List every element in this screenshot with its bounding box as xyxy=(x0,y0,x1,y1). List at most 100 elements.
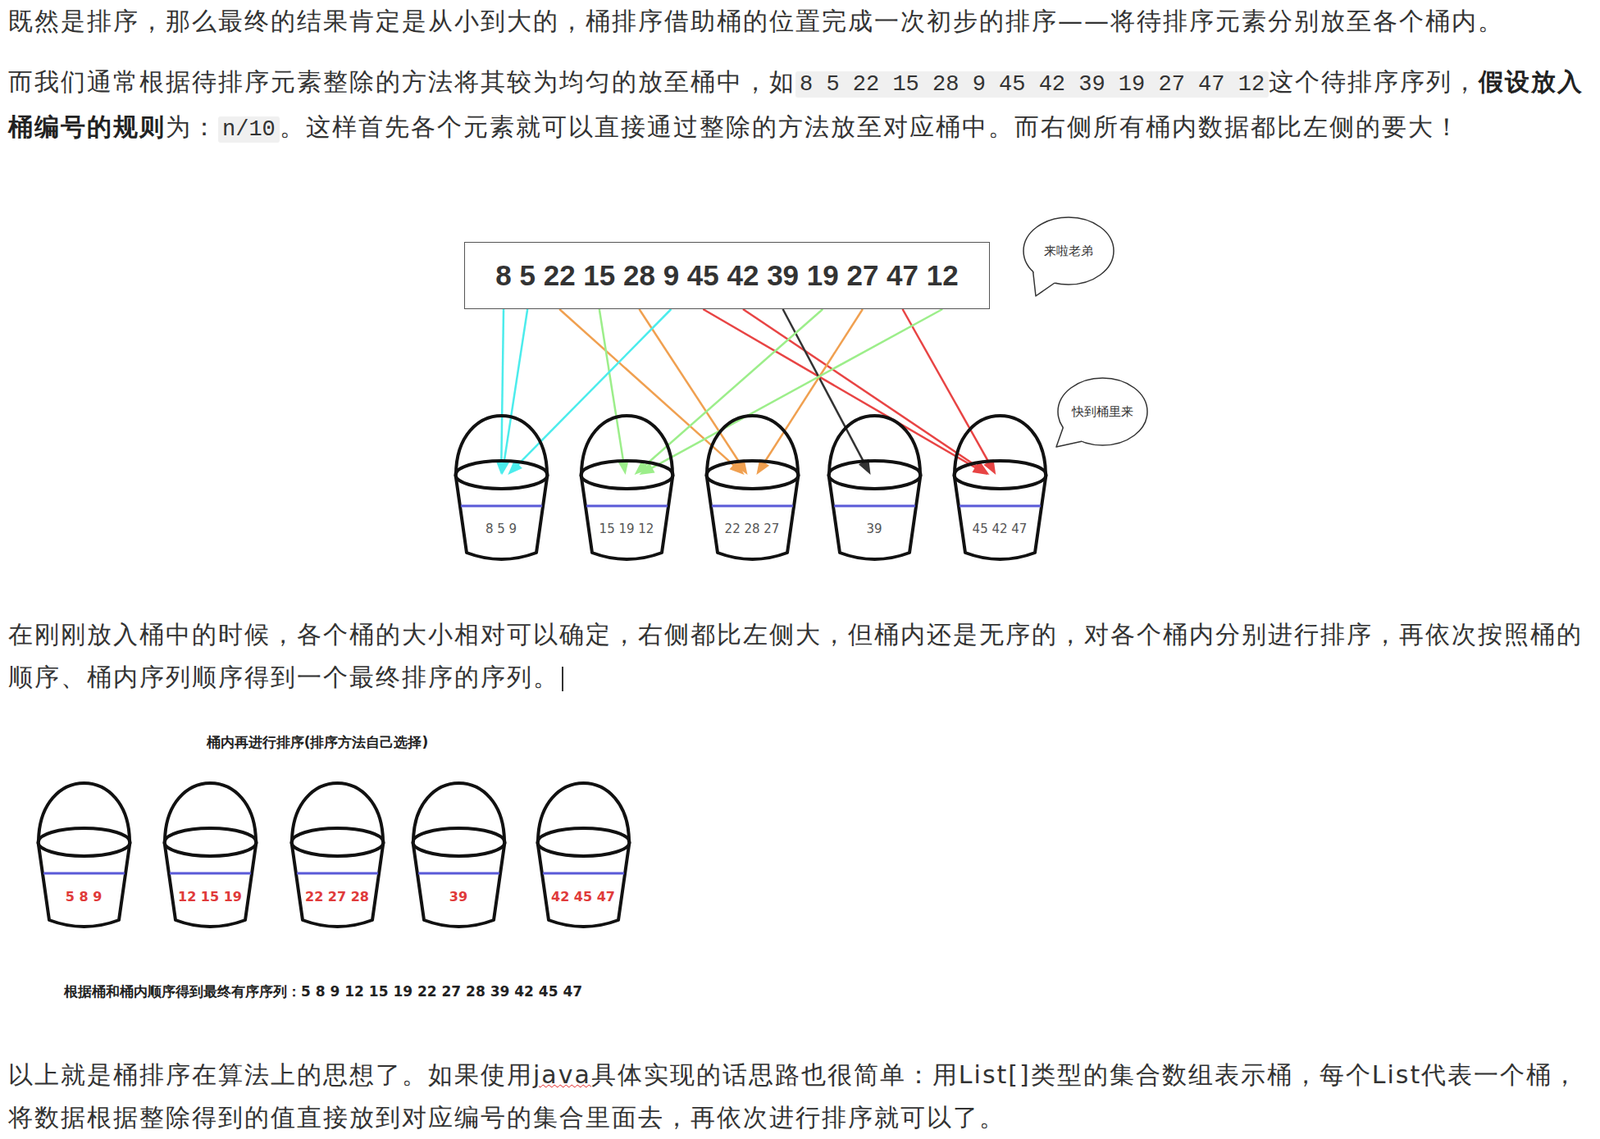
number-sequence-box: 8 5 22 15 28 9 45 42 39 19 27 47 12 xyxy=(464,241,990,310)
paragraph-text: 在刚刚放入桶中的时候，各个桶的大小相对可以确定，右侧都比左侧大，但桶内还是无序的… xyxy=(8,619,1583,692)
bucket-outline xyxy=(160,780,260,932)
bubble-text: 快到桶里来 xyxy=(1071,404,1134,420)
bucket-fill-line xyxy=(43,872,125,876)
bucket-rim xyxy=(455,460,548,489)
speech-bubble: 快到桶里来 xyxy=(1057,377,1149,447)
bucket-outline xyxy=(825,413,925,565)
arrow-line xyxy=(702,309,978,470)
bucket: 15 19 12 xyxy=(577,474,677,565)
bucket-contents: 5 8 9 xyxy=(34,888,134,905)
bubble-tail-fill xyxy=(1034,270,1055,297)
bucket-outline xyxy=(950,413,1050,565)
paragraph-text: 这个待排序序列， xyxy=(1268,67,1479,96)
arrow-line xyxy=(743,309,981,469)
bucket: 8 5 9 xyxy=(451,474,552,565)
bucket: 22 27 28 xyxy=(287,842,388,932)
arrow-line xyxy=(638,309,741,465)
bucket-rim xyxy=(412,828,505,857)
paragraph-text: 既然是排序，那么最终的结果肯定是从小到大的，桶排序借助桶的位置完成一次初步的排序… xyxy=(8,6,1505,36)
speech-bubble: 来啦老弟 xyxy=(1022,216,1115,286)
diagram-caption: 根据桶和桶内顺序得到最终有序序列：5 8 9 12 15 19 22 27 28… xyxy=(63,982,583,1002)
sorting-arrow xyxy=(743,309,990,475)
bucket-fill-line xyxy=(460,505,543,508)
bucket-rim xyxy=(580,460,673,489)
bucket-contents: 39 xyxy=(825,521,925,537)
bubble-tail xyxy=(1056,427,1082,447)
bucket-contents: 45 42 47 xyxy=(950,521,1050,537)
sorting-arrow xyxy=(756,309,863,475)
misspelled-word: java xyxy=(533,1060,592,1090)
bucket-fill-line xyxy=(296,872,379,876)
paragraph: 而我们通常根据待排序元素整除的方法将其较为均匀的放至桶中，如8 5 22 15 … xyxy=(8,60,1596,151)
bucket-fill-line xyxy=(834,505,916,508)
bucket-outline xyxy=(287,780,388,932)
bubble-tail xyxy=(1033,271,1055,297)
bucket: 39 xyxy=(409,842,509,932)
bucket-rim xyxy=(537,828,630,857)
arrow-line xyxy=(649,309,944,470)
bucket: 5 8 9 xyxy=(34,842,134,932)
sorting-arrow xyxy=(638,309,748,475)
sorting-arrow xyxy=(638,309,943,475)
bubble-tail-fill xyxy=(1056,426,1083,447)
bucket: 42 45 47 xyxy=(533,842,634,932)
bucket-outline xyxy=(34,780,134,932)
paragraph-text: 为： xyxy=(165,112,219,142)
bucket-fill-line xyxy=(711,505,794,508)
bucket-rim xyxy=(291,828,383,857)
diagram-caption-holder: 根据桶和桶内顺序得到最终有序序列：5 8 9 12 15 19 22 27 28… xyxy=(63,982,583,1002)
paragraph-text: 而我们通常根据待排序元素整除的方法将其较为均匀的放至桶中，如 xyxy=(8,67,796,96)
inline-code: 8 5 22 15 28 9 45 42 39 19 27 47 12 xyxy=(795,71,1269,98)
bucket: 39 xyxy=(825,474,925,565)
bucket: 22 28 27 xyxy=(702,474,803,565)
bucket-contents: 22 27 28 xyxy=(287,888,388,905)
bucket-contents: 42 45 47 xyxy=(533,888,634,905)
bucket-contents: 12 15 19 xyxy=(160,888,260,905)
bucket-rim xyxy=(164,828,256,857)
sorting-arrow xyxy=(702,309,988,475)
bucket-fill-line xyxy=(586,505,668,508)
bucket-outline xyxy=(409,780,509,932)
sorting-arrow xyxy=(634,309,824,475)
paragraph-text: 以上就是桶排序在算法上的思想了。如果使用 xyxy=(8,1060,534,1090)
text-cursor xyxy=(561,666,564,692)
bucket: 45 42 47 xyxy=(950,474,1050,565)
arrow-line xyxy=(503,309,528,464)
paragraph: 以上就是桶排序在算法上的思想了。如果使用java具体实现的话思路也很简单：用Li… xyxy=(8,1053,1596,1139)
arrow-line xyxy=(902,309,991,465)
arrow-line xyxy=(501,309,504,464)
sorting-arrow xyxy=(599,309,630,475)
bucket-rim xyxy=(706,460,798,489)
bucket-contents: 22 28 27 xyxy=(702,521,803,537)
sorting-arrow xyxy=(498,309,528,475)
diagram-heading-holder: 桶内再进行排序(排序方法自己选择) xyxy=(206,733,429,753)
bucket-rim xyxy=(953,460,1046,489)
bucket-rim xyxy=(37,828,130,857)
bucket-outline xyxy=(451,413,552,565)
arrow-line xyxy=(762,309,863,465)
bucket-contents: 39 xyxy=(409,888,509,905)
bucket-fill-line xyxy=(169,872,251,876)
sorting-arrow xyxy=(559,309,744,475)
bucket-outline xyxy=(577,413,677,565)
bucket-contents: 15 19 12 xyxy=(577,521,677,537)
bucket-contents: 8 5 9 xyxy=(451,521,552,537)
bucket-outline xyxy=(702,413,803,565)
sorting-arrow xyxy=(507,309,671,475)
bucket-fill-line xyxy=(418,872,500,876)
paragraph: 既然是排序，那么最终的结果肯定是从小到大的，桶排序借助桶的位置完成一次初步的排序… xyxy=(8,0,1596,43)
arrow-line xyxy=(599,309,625,464)
paragraph-text: 。这样首先各个元素就可以直接通过整除的方法放至对应桶中。而右侧所有桶内数据都比左… xyxy=(279,112,1461,142)
inline-code: n/10 xyxy=(218,116,280,143)
bucket-rim xyxy=(828,460,921,489)
sequence-text: 8 5 22 15 28 9 45 42 39 19 27 47 12 xyxy=(495,259,958,292)
bucket: 12 15 19 xyxy=(160,842,260,932)
bucket-outline xyxy=(533,780,634,932)
bucket-fill-line xyxy=(542,872,625,876)
bucket-fill-line xyxy=(959,505,1041,508)
bubble-text: 来啦老弟 xyxy=(1043,243,1094,260)
diagram-heading: 桶内再进行排序(排序方法自己选择) xyxy=(206,733,429,753)
paragraph: 在刚刚放入桶中的时候，各个桶的大小相对可以确定，右侧都比左侧大，但桶内还是无序的… xyxy=(8,613,1596,699)
